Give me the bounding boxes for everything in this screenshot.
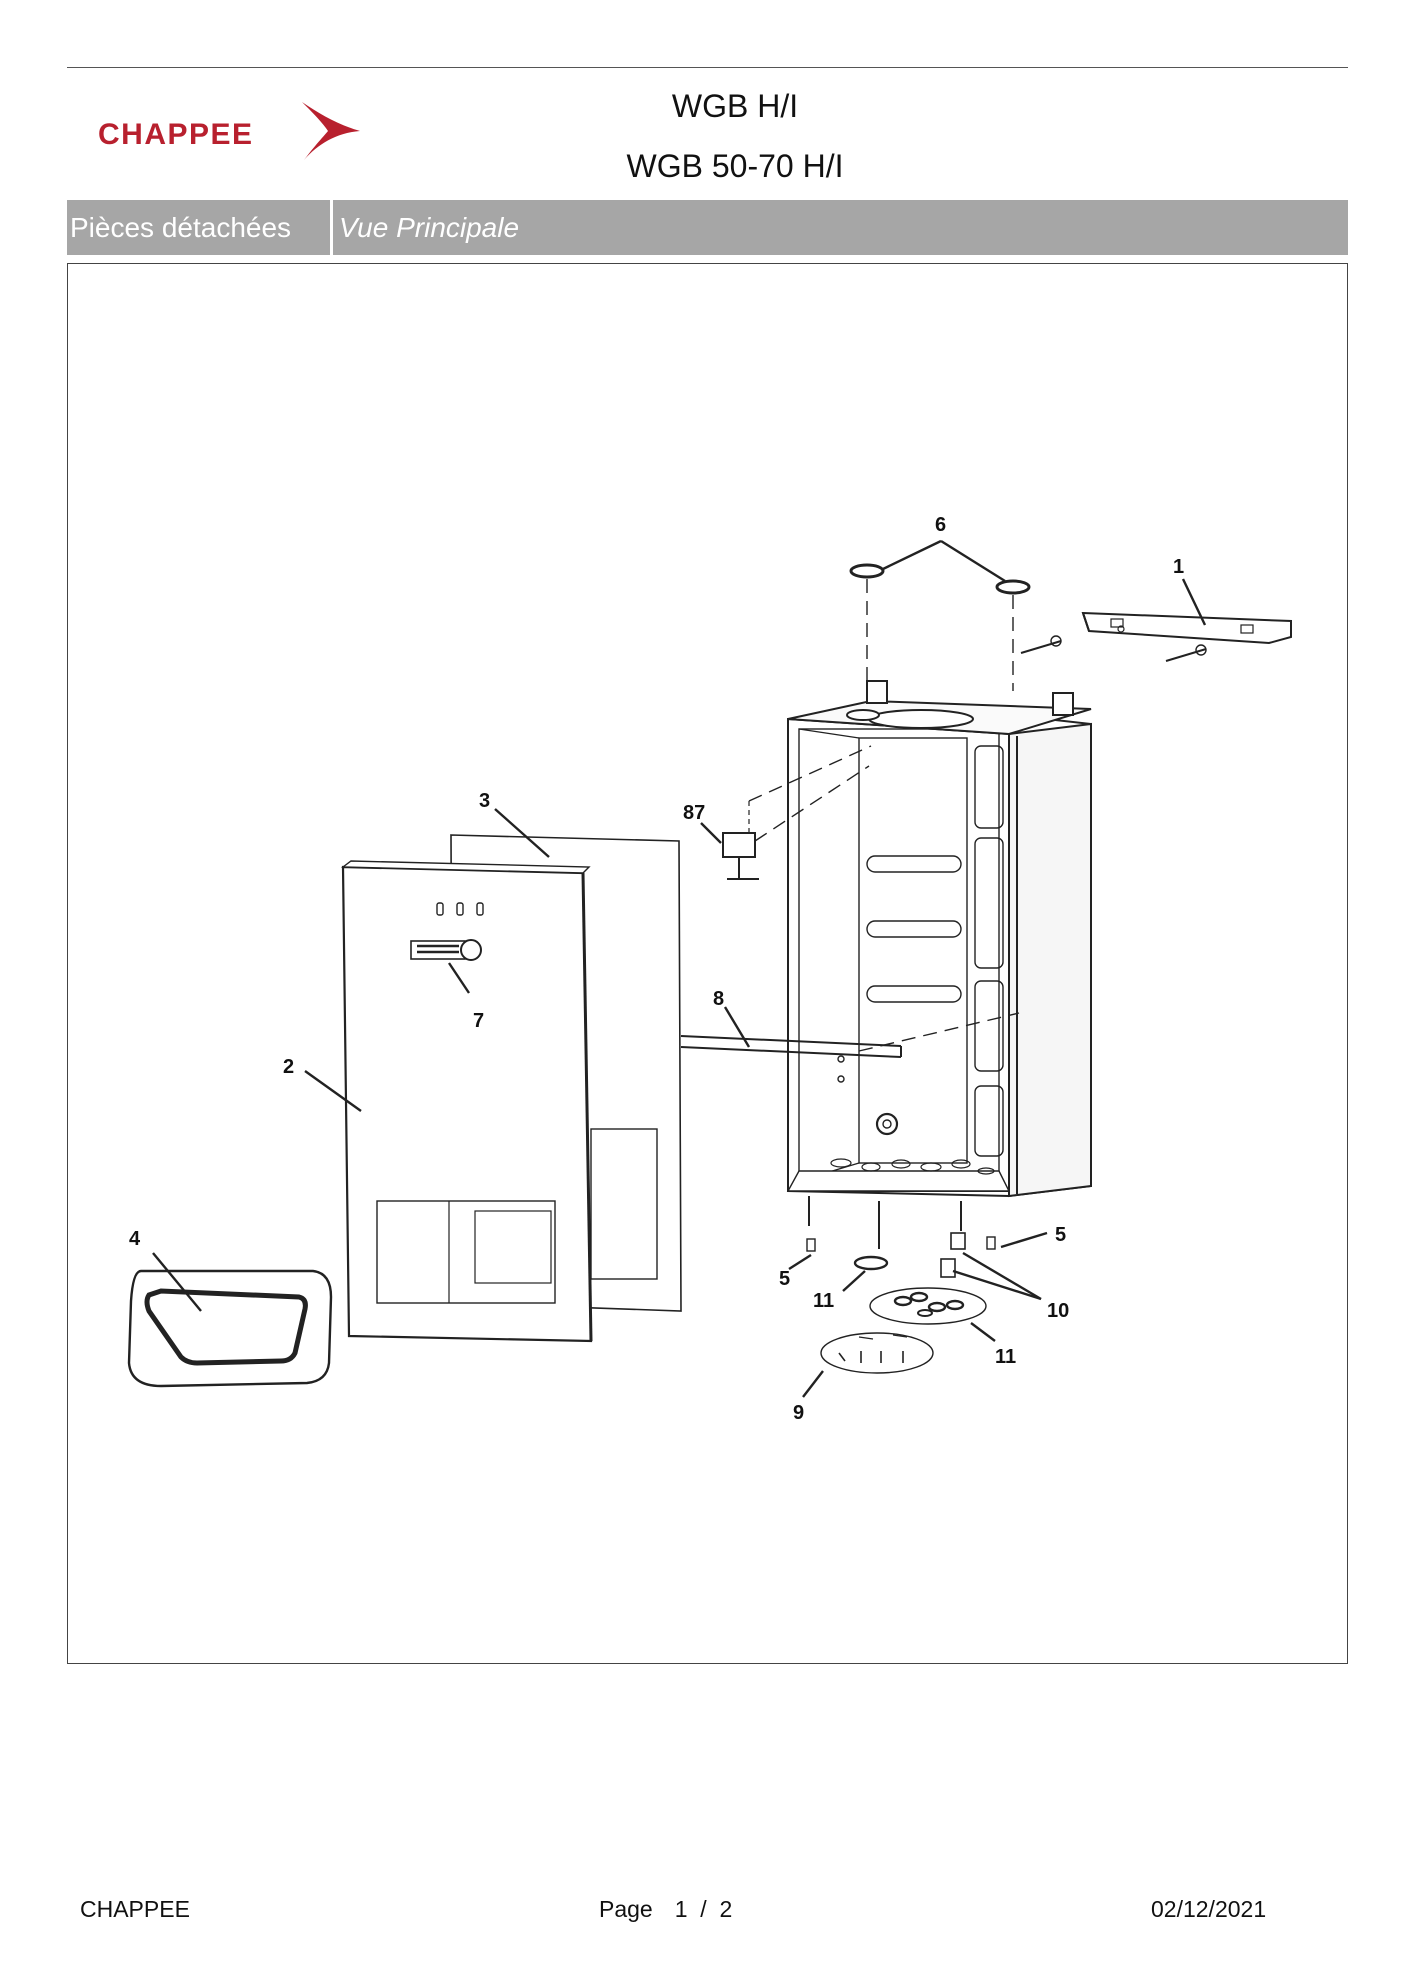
callout-5-left: 5 [779,1268,790,1290]
callout-7: 7 [473,1010,484,1032]
leader-lines [152,539,1207,1398]
callout-87: 87 [683,802,705,824]
bottom-fittings [806,1232,996,1374]
footer-date: 02/12/2021 [1151,1896,1267,1922]
chevron-logo-icon [302,102,360,160]
page-number: 1 / 2 [674,1896,733,1922]
footer-pagination: Page 1 / 2 [599,1896,732,1923]
sensor-bracket [722,745,872,880]
callout-10: 10 [1047,1300,1069,1322]
section-label: Pièces détachées [67,200,333,255]
front-panel [340,860,593,1343]
callout-3: 3 [479,790,490,812]
cross-bar [680,1012,1020,1083]
top-seals [849,563,1031,691]
callout-4: 4 [129,1228,141,1250]
brand-logo: CHAPPEE [98,100,370,166]
top-rule [67,67,1348,68]
callout-6: 6 [935,514,946,536]
exploded-parts-diagram: 6 1 3 87 7 8 2 4 5 5 11 10 11 9 [127,514,1292,1424]
brand-logo-text: CHAPPEE [98,118,254,151]
callout-9: 9 [793,1402,804,1424]
wall-bracket [1020,611,1292,662]
view-label: Vue Principale [339,212,520,243]
page-label: Page [599,1896,653,1922]
boiler-casing [786,680,1092,1249]
document-subtitle: WGB 50-70 H/I [626,148,844,184]
section-bar: Pièces détachées Vue Principale [67,200,1348,255]
callout-2: 2 [283,1056,294,1078]
callout-5-right: 5 [1055,1224,1066,1246]
callout-11-left: 11 [813,1290,834,1312]
diagram-frame: 6 1 3 87 7 8 2 4 5 5 11 10 11 9 [67,263,1348,1664]
front-bezel [127,1269,333,1388]
callout-1: 1 [1173,556,1184,578]
footer-company: CHAPPEE [80,1896,190,1922]
callout-11-right: 11 [995,1346,1016,1368]
document-title: WGB H/I [671,88,799,124]
callout-8: 8 [713,988,724,1010]
